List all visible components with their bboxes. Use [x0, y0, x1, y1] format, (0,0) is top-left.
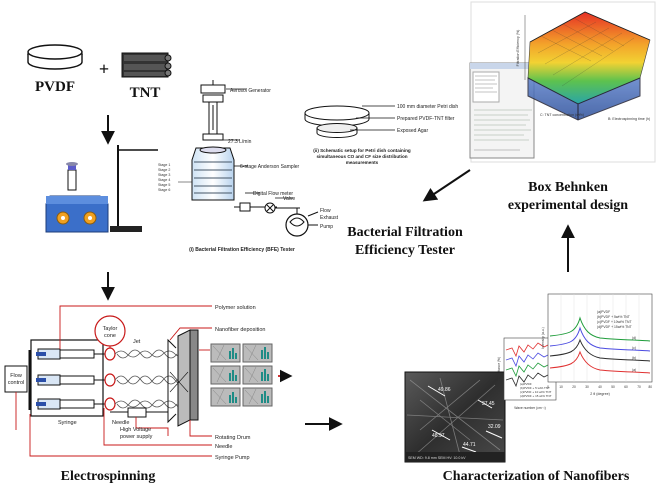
- nanofiber-deposition-label: Nanofiber deposition: [215, 327, 265, 333]
- petri-caption-line2: simultaneous CO and CF size distribution: [316, 154, 407, 159]
- xrd-legend-a: (a)PVDF: [597, 310, 610, 314]
- xrd-xtick-20: 20: [572, 385, 576, 389]
- xrd-xtick-50: 50: [611, 385, 615, 389]
- high-voltage-label-2: power supply: [120, 434, 153, 440]
- bfe-apparatus: [178, 80, 319, 237]
- taylor-cone-label-2: cone: [104, 333, 116, 339]
- stage-4-label: Stage 4: [158, 178, 170, 182]
- tnt-label: TNT: [130, 85, 161, 101]
- electrospinning-title: Electrospinning: [61, 469, 156, 484]
- syringe-1: [36, 348, 105, 360]
- taylor-cone-label-1: Taylor: [103, 326, 118, 332]
- bfe-title-line1: Bacterial Filtration: [347, 225, 463, 240]
- aerosol-generator-label: Aerosol Generator: [230, 88, 271, 94]
- sem-measure-2: 37.45: [482, 401, 495, 407]
- tnt-nanotube-bundle-icon: [121, 52, 172, 78]
- xrd-legend-d: (d)PVDF + 15wt% TNT: [597, 325, 632, 329]
- needle-label-right: Needle: [215, 444, 232, 450]
- exposed-agar-label: Exposed Agar: [397, 128, 428, 134]
- rotating-drum-label: Rotating Drum: [215, 435, 251, 441]
- ftir-xlabel: Wave number (cm⁻¹): [514, 406, 546, 410]
- petri-caption-line1: (ii) Schematic setup for Petri dish cont…: [313, 148, 411, 153]
- xrd-curve-labels: (d) (c) (b) (a): [632, 336, 636, 372]
- ftir-legend-c: (c)PVDF + 10 wt% TNT: [520, 390, 552, 394]
- xrd-xlabel: 2 θ (degree): [590, 392, 610, 396]
- bfe-title-line2: Efficiency Tester: [355, 243, 455, 258]
- sem-footer: SEM WD: 9.8 mm SEM HV: 10.0 kV: [408, 456, 466, 460]
- xrd-chart: [547, 293, 653, 383]
- xrd-xtick-40: 40: [598, 385, 602, 389]
- polymer-solution-label: Polymer solution: [215, 305, 256, 311]
- flow-rate-label: 27.3 L/min: [228, 139, 252, 145]
- syringe-3: [36, 398, 105, 410]
- box-behnken-title-line2: experimental design: [508, 198, 628, 213]
- syringe-2: [36, 374, 105, 386]
- xrd-curve-label-d: (d): [632, 336, 636, 340]
- pump-label: Pump: [320, 224, 333, 230]
- ftir-legend-d: (d)PVDF + 15 wt% TNT: [520, 394, 552, 398]
- ftir-chart: [503, 337, 557, 401]
- sem-micrograph: [404, 371, 506, 463]
- stage-labels: Stage 1 Stage 2 Stage 3 Stage 4 Stage 5 …: [158, 163, 170, 192]
- anderson-sampler-label: 6-stage Anderson Sampler: [240, 164, 300, 170]
- xrd-xtick-70: 70: [637, 385, 641, 389]
- flow-control-label-1: Flow: [10, 373, 22, 379]
- flow-control-label-2: control: [8, 380, 25, 386]
- prepared-filter-label: Prepared PVDF-TNT filter: [397, 116, 455, 122]
- ftir-legend-a: (a)PVDF: [520, 382, 532, 386]
- xrd-curve-label-b: (b): [632, 356, 636, 360]
- syringe-pump-label: Syringe Pump: [215, 455, 250, 461]
- stage-1-label: Stage 1: [158, 163, 170, 167]
- magnetic-stirrer-icon: [45, 145, 158, 233]
- stage-3-label: Stage 3: [158, 173, 170, 177]
- digital-flow-meter-label: Digital Flow meter: [253, 191, 293, 197]
- xrd-x-ticks: 0 10 20 30 40 50 60 70 80: [547, 385, 652, 389]
- xrd-legend: (a)PVDF (b)PVDF + 5wt% TNT (c)PVDF + 10w…: [597, 310, 632, 329]
- exhaust-label: Exhaust: [320, 215, 339, 221]
- sem-measure-3: 48.97: [432, 433, 445, 439]
- ftir-legend: (a)PVDF (b)PVDF + 5 wt% TNT (c)PVDF + 10…: [520, 382, 552, 398]
- xrd-curve-label-c: (c): [632, 346, 636, 350]
- ftir-legend-b: (b)PVDF + 5 wt% TNT: [520, 386, 550, 390]
- pvdf-label: PVDF: [35, 79, 75, 95]
- ftir-ylabel: Transmittance (%): [497, 357, 501, 383]
- xrd-legend-b: (b)PVDF + 5wt% TNT: [597, 315, 630, 319]
- syringe-label: Syringe: [58, 420, 77, 426]
- needle-label: Needle: [112, 420, 129, 426]
- box-behnken-title-line1: Box Behnken: [528, 180, 608, 195]
- stage-6-label: Stage 6: [158, 188, 170, 192]
- xrd-xtick-10: 10: [559, 385, 563, 389]
- surface-y-axis-label: C: TNT concentration (wt%): [540, 113, 584, 117]
- stage-2-label: Stage 2: [158, 168, 170, 172]
- xrd-xtick-30: 30: [585, 385, 589, 389]
- xrd-xtick-60: 60: [624, 385, 628, 389]
- pvdf-dish-icon: [27, 44, 83, 70]
- sem-measure-5: 32.09: [488, 424, 501, 430]
- flow-label: Flow: [320, 208, 331, 214]
- bfe-caption: (i) Bacterial Filtration Efficiency (BFE…: [189, 247, 295, 253]
- xrd-xtick-80: 80: [648, 385, 652, 389]
- xrd-curve-label-a: (a): [632, 368, 636, 372]
- surface-z-axis-label: Filtration Efficiency (%): [516, 30, 520, 67]
- sem-measure-4: 44.71: [463, 442, 476, 448]
- high-voltage-label-1: High Voltage: [120, 427, 151, 433]
- stage-5-label: Stage 5: [158, 183, 170, 187]
- xrd-legend-c: (c)PVDF + 10wt% TNT: [597, 320, 632, 324]
- petri-dish-label: 100 mm diameter Petri dish: [397, 104, 458, 110]
- xrd-ylabel: Intensity (a.u.): [541, 327, 545, 348]
- plus-sign: +: [99, 59, 109, 79]
- valve-label: Valve: [283, 196, 295, 202]
- arrow-box-to-bfe: [422, 169, 471, 202]
- characterization-title: Characterization of Nanofibers: [443, 469, 630, 484]
- petri-dish-icon: [304, 105, 395, 138]
- electrospinning-apparatus: [4, 305, 293, 457]
- surface-x-axis-label: B: Electrospinning time (h): [608, 117, 650, 121]
- xrd-xtick-0: 0: [547, 385, 549, 389]
- petri-caption-line3: measurements: [346, 160, 379, 165]
- sem-measure-1: 49.86: [438, 387, 451, 393]
- sem-thumbnail-grid: [210, 343, 273, 407]
- response-surface-plot: [469, 1, 656, 163]
- jet-label: Jet: [133, 339, 141, 345]
